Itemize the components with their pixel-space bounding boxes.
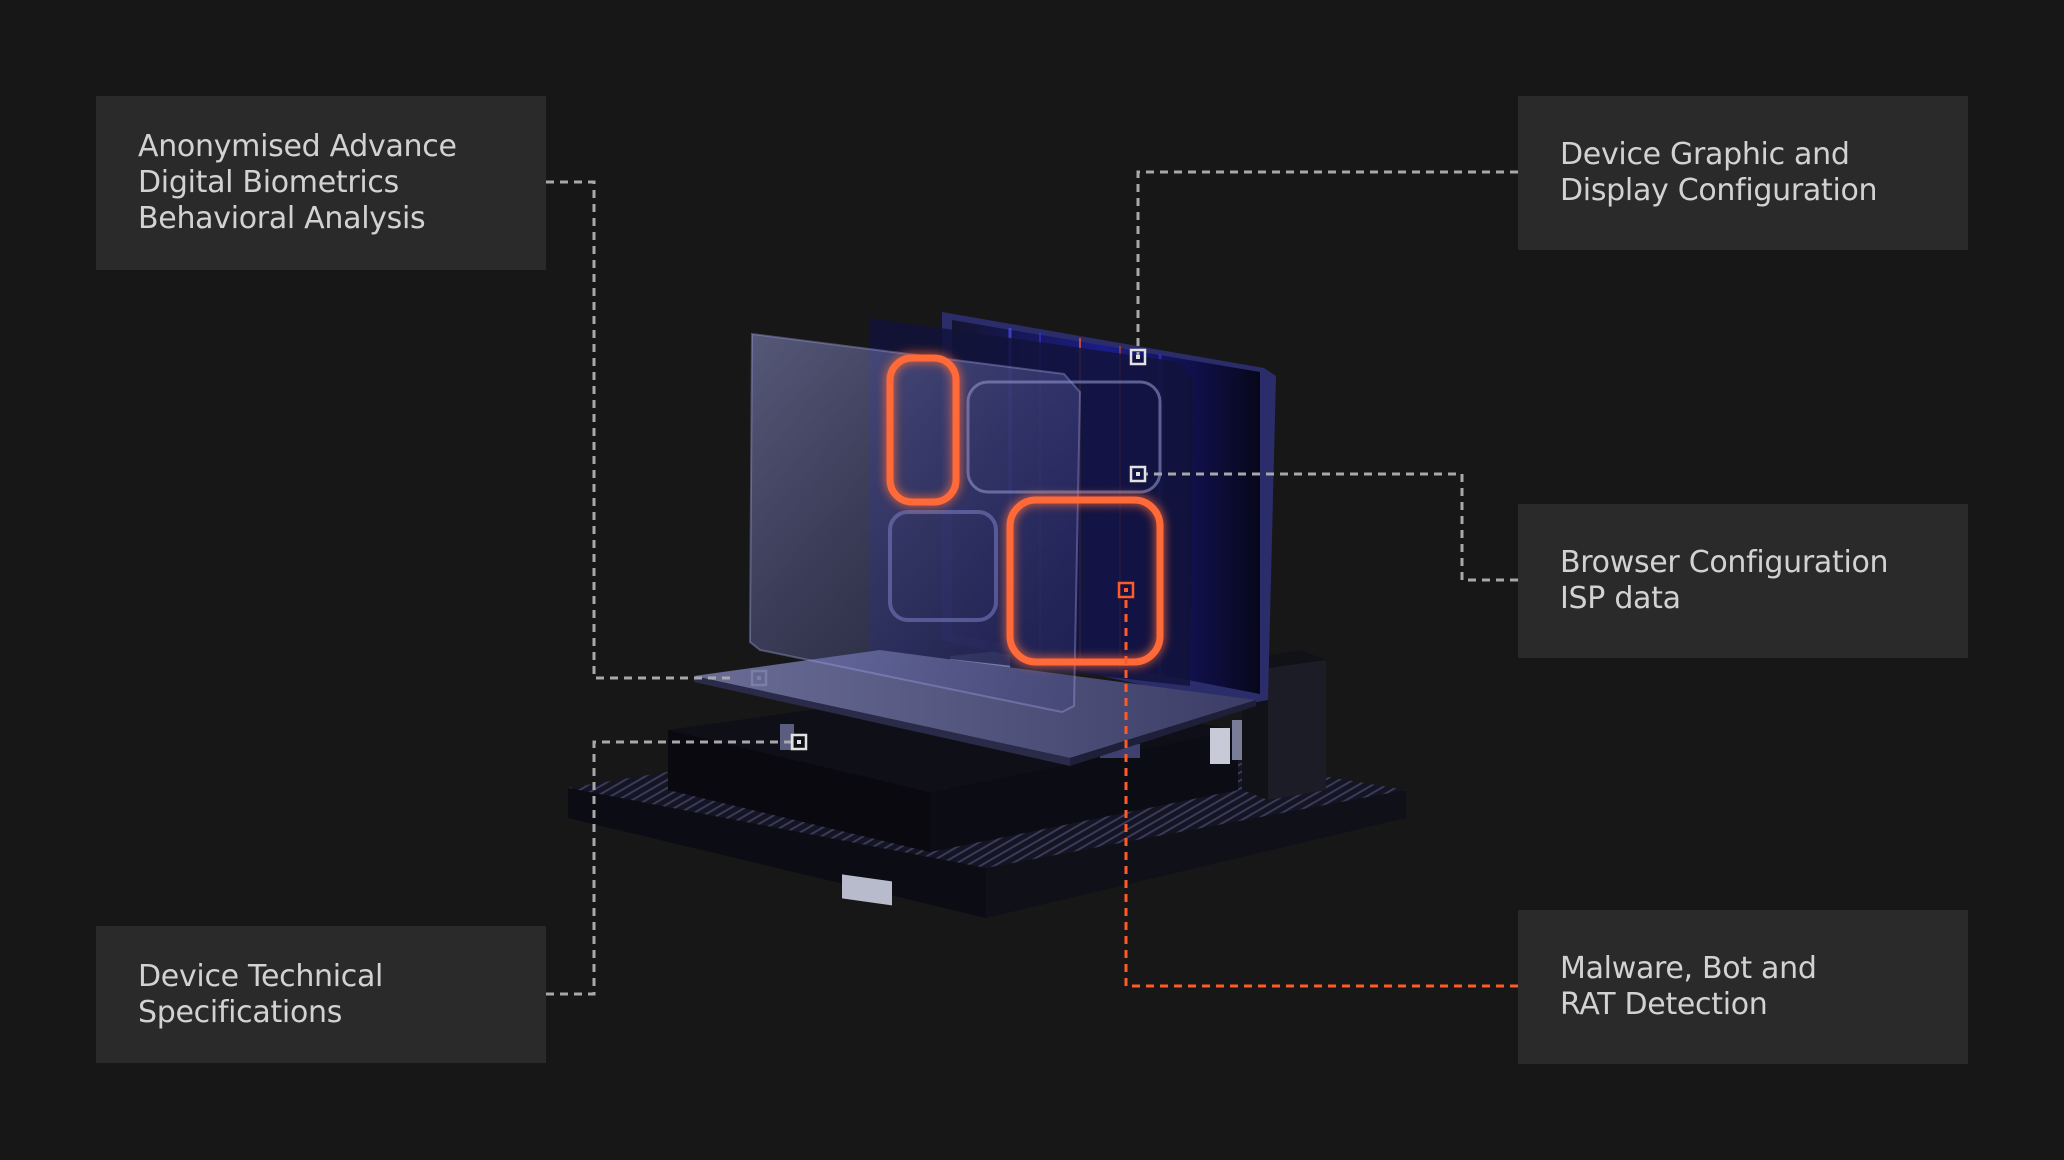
label-browser-configuration-isp: Browser Configuration ISP data bbox=[1518, 504, 1968, 658]
label-line: ISP data bbox=[1560, 581, 1681, 616]
label-line: Device Technical bbox=[138, 958, 384, 994]
label-line: Digital Biometrics bbox=[138, 165, 399, 200]
connector-biometrics bbox=[546, 180, 736, 680]
label-line: Device Graphic and bbox=[1560, 137, 1850, 172]
label-device-graphic-display: Device Graphic and Display Configuration bbox=[1518, 96, 1968, 250]
marker-specs bbox=[790, 733, 808, 751]
connector-browser bbox=[1146, 472, 1518, 582]
label-line: Specifications bbox=[138, 994, 343, 1030]
marker-browser bbox=[1129, 465, 1147, 483]
marker-graphic bbox=[1129, 348, 1147, 366]
marker-malware bbox=[1117, 581, 1135, 599]
label-device-technical-specifications: Device Technical Specifications bbox=[96, 926, 546, 1063]
marker-nodes bbox=[750, 348, 1147, 751]
label-biometrics-behavioral-analysis: Anonymised Advance Digital Biometrics Be… bbox=[96, 96, 546, 270]
connector-malware bbox=[1124, 598, 1518, 988]
laptop bbox=[694, 312, 1276, 766]
connector-specs bbox=[546, 740, 792, 996]
connector-lines bbox=[546, 170, 1518, 996]
label-line: Anonymised Advance bbox=[138, 129, 457, 164]
label-line: RAT Detection bbox=[1560, 987, 1768, 1022]
label-malware-bot-rat-detection: Malware, Bot and RAT Detection bbox=[1518, 910, 1968, 1064]
label-line: Display Configuration bbox=[1560, 173, 1878, 208]
label-line: Behavioral Analysis bbox=[138, 201, 426, 236]
label-line: Malware, Bot and bbox=[1560, 951, 1817, 986]
label-line: Browser Configuration bbox=[1560, 545, 1889, 580]
marker-biometrics bbox=[750, 669, 768, 687]
connector-graphic bbox=[1136, 170, 1518, 356]
